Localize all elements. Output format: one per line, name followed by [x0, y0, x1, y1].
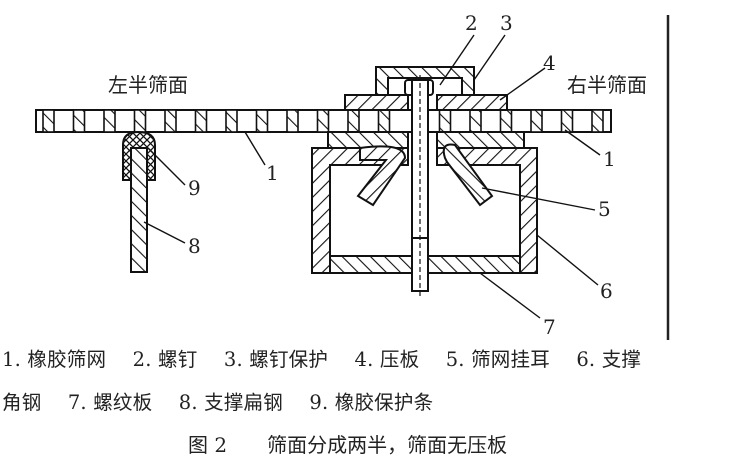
- callout-7: 7: [543, 315, 556, 339]
- legend-item: 6. 支撑: [576, 348, 642, 371]
- legend-item: 角钢: [2, 391, 42, 414]
- screen-hanging-ear: [356, 143, 494, 207]
- left-half-label: 左半筛面: [108, 73, 188, 97]
- legend-item: 4. 压板: [354, 348, 420, 371]
- mesh-rib: [316, 109, 330, 133]
- callout-9: 9: [188, 176, 201, 200]
- callout-8: 8: [188, 234, 201, 258]
- mesh-rib: [255, 109, 269, 133]
- mesh-rib: [530, 109, 543, 133]
- legend-item: 8. 支撑扁钢: [178, 391, 283, 414]
- callout-1-left: 1: [266, 161, 279, 185]
- legend-item: 1. 橡胶筛网: [2, 348, 107, 371]
- mesh-rib: [164, 109, 177, 133]
- legend-line-2: 角钢 7. 螺纹板 8. 支撑扁钢 9. 橡胶保护条: [2, 386, 453, 415]
- legend-item: 2. 螺钉: [132, 348, 198, 371]
- callout-3: 3: [500, 11, 513, 35]
- callout-6: 6: [600, 279, 613, 303]
- figure-caption: 图 2 筛面分成两半，筛面无压板: [0, 429, 736, 458]
- leader-lines: [143, 34, 601, 319]
- support-flat-steel: [130, 147, 148, 273]
- rubber-screen-mesh: [35, 109, 612, 133]
- mesh-rib: [469, 109, 482, 133]
- legend-item: 3. 螺钉保护: [223, 348, 329, 371]
- right-half-label: 右半筛面: [567, 73, 647, 97]
- mesh-rib: [72, 109, 86, 133]
- mesh-rib: [225, 109, 238, 133]
- screen-structure-diagram: 左半筛面 右半筛面: [35, 11, 670, 340]
- mesh-rib: [499, 109, 513, 133]
- callout-2: 2: [465, 11, 478, 35]
- figure-title-text: 筛面分成两半，筛面无压板: [267, 433, 508, 457]
- rubber-protection-strip: [122, 130, 156, 181]
- mesh-rib: [286, 109, 299, 133]
- mesh-rib: [377, 109, 391, 133]
- legend-item: 5. 筛网挂耳: [445, 348, 550, 371]
- mesh-rib: [194, 109, 208, 133]
- mesh-rib: [133, 109, 147, 133]
- mesh-rib: [560, 109, 574, 133]
- callout-5: 5: [598, 197, 611, 221]
- screw: [404, 75, 434, 298]
- mesh-rib: [42, 109, 55, 133]
- mesh-rib: [103, 109, 116, 133]
- legend-item: 7. 螺纹板: [67, 391, 153, 414]
- legend-line-1: 1. 橡胶筛网 2. 螺钉 3. 螺钉保护 4. 压板 5. 筛网挂耳 6. 支…: [2, 343, 661, 372]
- mesh-rib: [438, 109, 452, 133]
- mesh-rib: [347, 109, 360, 133]
- callout-1-right: 1: [603, 147, 616, 171]
- pressing-plate: [344, 94, 508, 111]
- figure-number: 图 2: [188, 433, 228, 457]
- callout-4: 4: [543, 51, 556, 75]
- legend-item: 9. 橡胶保护条: [309, 391, 434, 414]
- mesh-rib: [591, 109, 604, 133]
